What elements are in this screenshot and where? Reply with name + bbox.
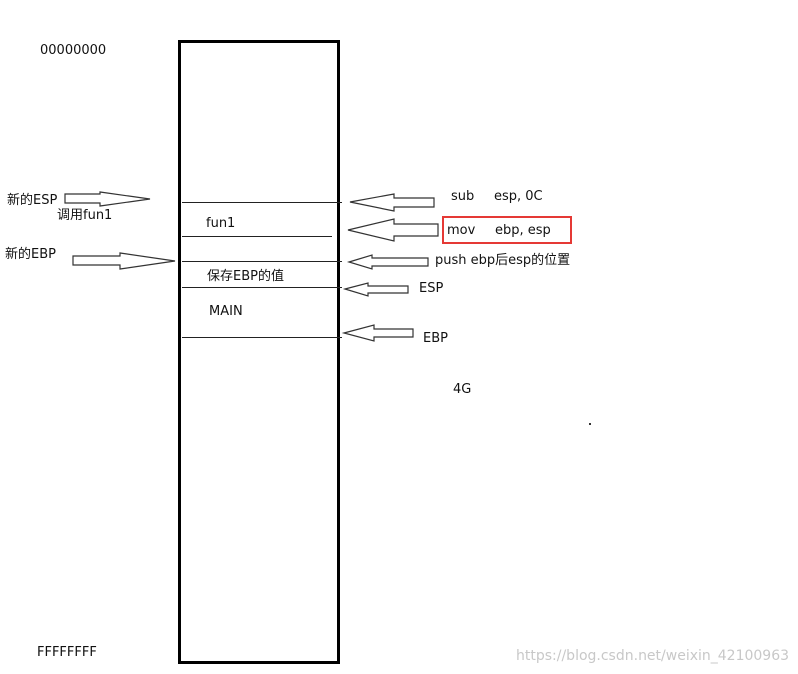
label-ebp: EBP <box>423 331 448 346</box>
instr-mov-mnemonic: mov <box>447 223 476 238</box>
arrow-sub-esp <box>349 193 435 212</box>
label-4g: 4G <box>453 382 472 397</box>
arrow-mov-ebp <box>347 218 439 242</box>
arrow-new-ebp <box>72 252 176 270</box>
address-bottom-label: FFFFFFFF <box>37 645 97 660</box>
instr-mov-operands: ebp, esp <box>495 223 551 238</box>
label-call-fun1: 调用fun1 <box>57 208 113 223</box>
stack-label-fun1: fun1 <box>206 216 236 231</box>
label-new-esp: 新的ESP <box>7 193 58 208</box>
stack-divider-new-esp <box>182 202 342 203</box>
stack-divider-esp <box>182 287 342 288</box>
stack-label-main: MAIN <box>209 304 243 319</box>
arrow-ebp <box>341 324 414 342</box>
stray-dot <box>589 423 591 425</box>
instr-sub-operands: esp, 0C <box>494 189 543 204</box>
label-new-ebp: 新的EBP <box>5 247 56 262</box>
instr-sub-mnemonic: sub <box>451 189 475 204</box>
label-esp: ESP <box>419 281 444 296</box>
stack-divider-main <box>182 337 342 338</box>
address-top-label: 00000000 <box>40 43 107 58</box>
stack-divider-saved-ebp <box>182 261 342 262</box>
stack-label-saved-ebp: 保存EBP的值 <box>207 269 284 284</box>
stack-memory-column <box>178 40 340 664</box>
highlight-mov-instruction <box>442 216 572 244</box>
arrow-push-ebp <box>346 254 429 270</box>
watermark-text: https://blog.csdn.net/weixin_42100963 <box>516 648 790 664</box>
arrow-esp <box>342 282 409 297</box>
arrow-new-esp <box>64 191 151 207</box>
label-push-ebp-esp-position: push ebp后esp的位置 <box>435 253 571 268</box>
stack-divider-fun1 <box>182 236 332 237</box>
